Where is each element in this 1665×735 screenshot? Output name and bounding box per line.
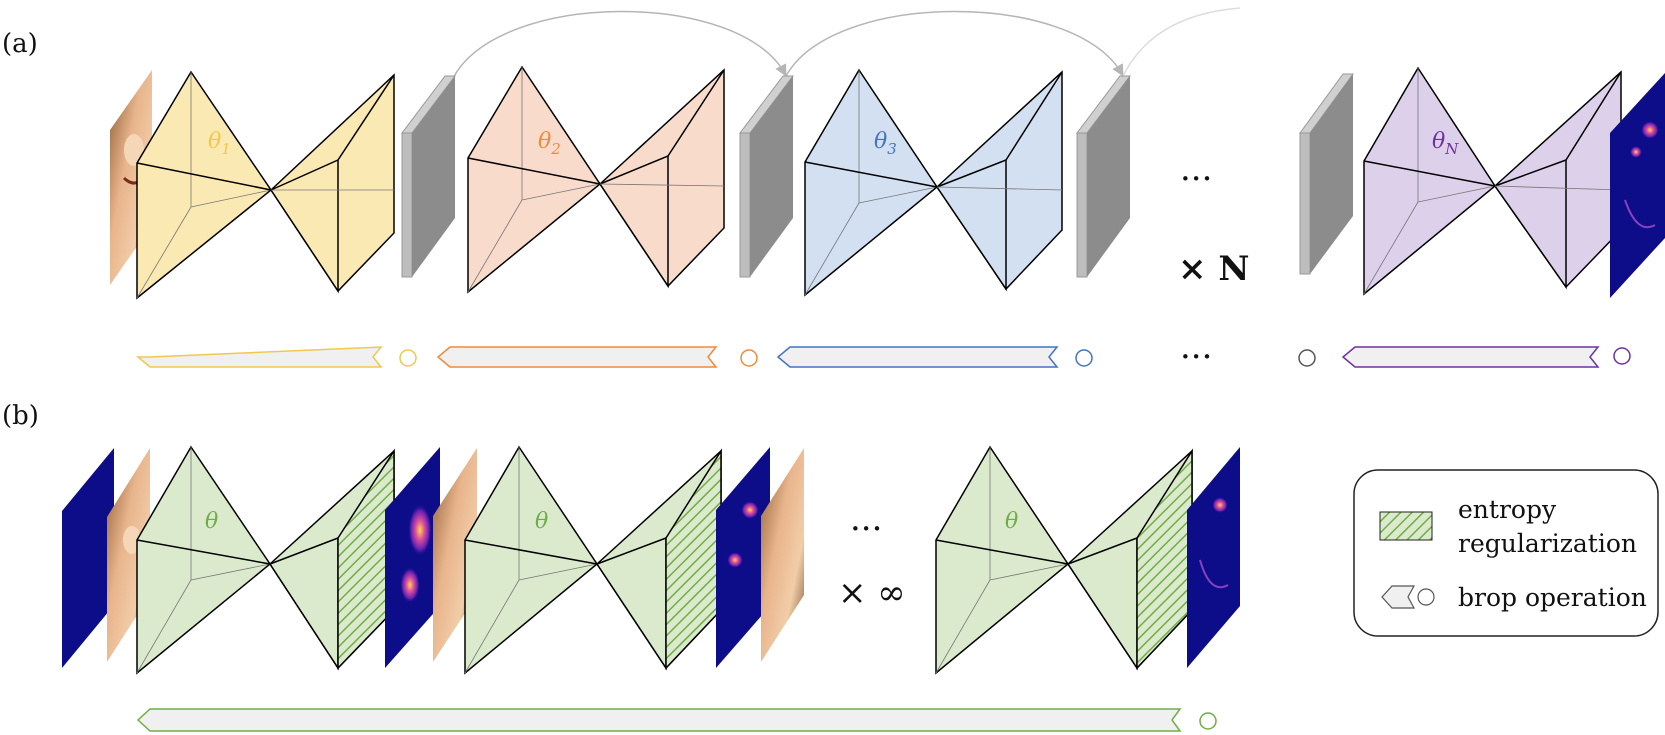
heatmap-b1 bbox=[385, 447, 440, 668]
encoder-decoder-stage-b2: θ bbox=[464, 445, 722, 675]
brop-circle-3 bbox=[1075, 349, 1093, 367]
gray-block-2 bbox=[738, 75, 795, 278]
encoder-decoder-stage-1: θ1 bbox=[136, 70, 395, 300]
ellipsis-b: ··· bbox=[850, 509, 882, 549]
skip-connections bbox=[452, 7, 1241, 79]
face-image-b3 bbox=[761, 448, 804, 662]
encoder-decoder-stage-b3: θ bbox=[935, 445, 1193, 675]
theta-b3-label: θ bbox=[1005, 509, 1018, 534]
brop-row-a: ··· bbox=[135, 337, 1631, 377]
brop-arrow-1 bbox=[135, 346, 383, 368]
theta-b2-label: θ bbox=[535, 509, 548, 534]
skip-arrow-2 bbox=[784, 10, 1124, 79]
panel-b-label: (b) bbox=[2, 401, 39, 431]
legend-brop-circle-icon bbox=[1417, 588, 1435, 606]
encoder-decoder-stage-3: θ3 bbox=[804, 68, 1063, 297]
heatmap-input-b bbox=[62, 448, 114, 668]
gray-block-1 bbox=[400, 75, 457, 278]
encoder-decoder-stage-2: θ2 bbox=[467, 65, 725, 294]
ellipsis-brop: ··· bbox=[1180, 337, 1212, 377]
heatmap-b2 bbox=[716, 447, 770, 668]
gray-block-n bbox=[1299, 73, 1354, 275]
panel-a-label: (a) bbox=[2, 29, 38, 59]
ellipsis-top: ··· bbox=[1180, 159, 1212, 199]
theta-1-label: θ1 bbox=[208, 129, 231, 158]
legend-entropy-line1: entropy bbox=[1458, 495, 1557, 524]
heatmap-output-a bbox=[1610, 73, 1665, 298]
brop-arrow-2 bbox=[436, 346, 718, 368]
brop-circle-b bbox=[1199, 712, 1217, 730]
times-inf-label: × ∞ bbox=[838, 573, 906, 613]
brop-circle-n-left bbox=[1298, 349, 1316, 367]
gray-block-3 bbox=[1075, 75, 1132, 278]
brop-row-b bbox=[136, 708, 1217, 732]
theta-3-label: θ3 bbox=[874, 129, 897, 158]
legend-brop-arrow-icon bbox=[1381, 585, 1416, 609]
encoder-decoder-stage-b1: θ bbox=[136, 445, 395, 675]
theta-b1-label: θ bbox=[205, 509, 218, 534]
heatmap-output-b bbox=[1187, 447, 1240, 668]
brop-arrow-3 bbox=[776, 346, 1059, 368]
brop-circle-2 bbox=[740, 349, 758, 367]
brop-circle-n bbox=[1613, 347, 1631, 365]
brop-arrow-b bbox=[136, 708, 1182, 732]
brop-arrow-n bbox=[1341, 346, 1600, 368]
skip-arrow-1 bbox=[452, 10, 787, 79]
theta-2-label: θ2 bbox=[538, 129, 561, 158]
legend-entropy-swatch bbox=[1379, 511, 1433, 541]
times-n-label: × N bbox=[1178, 249, 1249, 289]
encoder-decoder-stage-n: θN bbox=[1363, 66, 1622, 296]
brop-circle-1 bbox=[399, 349, 417, 367]
legend-entropy-line2: regularization bbox=[1458, 529, 1637, 558]
legend-brop-label: brop operation bbox=[1458, 583, 1647, 612]
skip-arrow-3 bbox=[1121, 7, 1241, 79]
legend: entropy regularization brop operation bbox=[1353, 469, 1659, 637]
theta-n-label: θN bbox=[1432, 129, 1459, 158]
